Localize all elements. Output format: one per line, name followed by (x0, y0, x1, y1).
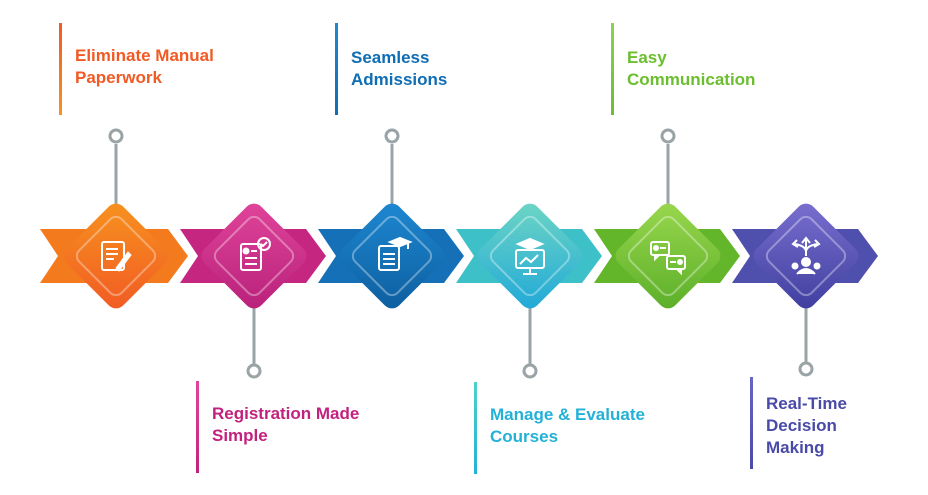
admission-document-icon (378, 236, 413, 271)
step-4-label: Manage & Evaluate Courses (474, 382, 645, 474)
step-6-title-line-1: Real-Time (766, 394, 847, 413)
connector-5 (660, 128, 676, 210)
connector-2 (246, 300, 262, 379)
step-4-accent-bar (474, 382, 477, 474)
step-2-accent-bar (196, 381, 199, 473)
registration-form-icon (240, 237, 271, 271)
step-2-label: Registration Made Simple (196, 381, 360, 473)
step-4-title-line-1: Manage & Evaluate (490, 405, 645, 424)
decision-arrows-icon (791, 236, 821, 275)
step-3-title-line-2: Admissions (351, 70, 448, 89)
step-6-label: Real-Time Decision Making (750, 377, 847, 469)
graduation-screen-icon (515, 237, 545, 275)
connector-1 (108, 128, 124, 210)
step-1-title-line-1: Eliminate Manual (75, 46, 214, 65)
step-3-title-line-1: Seamless (351, 48, 430, 67)
step-5-label: Easy Communication (611, 23, 756, 115)
step-4-diamond (477, 203, 583, 309)
step-5-title-line-2: Communication (627, 70, 756, 89)
connector-4 (522, 300, 538, 379)
step-4-title-line-2: Courses (490, 427, 559, 446)
step-2-title-line-2: Simple (212, 426, 268, 445)
step-1-title-line-2: Paperwork (75, 68, 162, 87)
step-1-accent-bar (59, 23, 62, 115)
document-edit-icon (101, 241, 132, 272)
step-3-label: Seamless Admissions (335, 23, 448, 115)
step-3-accent-bar (335, 23, 338, 115)
step-2-diamond (201, 203, 307, 309)
step-3-diamond (339, 203, 445, 309)
step-1-diamond (63, 203, 169, 309)
step-5-accent-bar (611, 23, 614, 115)
connector-6 (798, 300, 814, 377)
step-6-accent-bar (750, 377, 753, 469)
chat-users-icon (650, 241, 686, 276)
step-5-title-line-1: Easy (627, 48, 667, 67)
step-6-title-line-2: Decision (766, 416, 837, 435)
step-2-title-line-1: Registration Made (212, 404, 360, 423)
step-6-title-line-3: Making (766, 438, 825, 457)
step-1-label: Eliminate Manual Paperwork (59, 23, 214, 115)
connector-3 (384, 128, 400, 210)
